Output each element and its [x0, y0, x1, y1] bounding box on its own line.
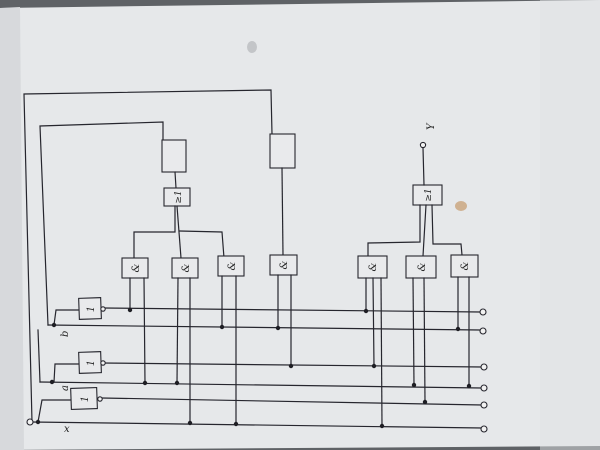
bus-a: [37, 329, 41, 383]
not-symbol: 1: [86, 360, 97, 366]
not-gate-x: 1: [70, 386, 103, 411]
rail-a: [39, 381, 482, 389]
or-symbol: ≥1: [174, 190, 184, 203]
and-symbol: &: [279, 260, 290, 269]
input-terminal-x: [26, 418, 34, 426]
rail-not-b: [103, 307, 481, 313]
not-symbol: 1: [80, 396, 91, 402]
terminals: [26, 308, 488, 433]
and-gate-4: &: [269, 167, 298, 369]
memory-block-right: [269, 133, 296, 169]
and-gate-7: &: [450, 254, 479, 389]
output-or-gate: ≥1 Y: [412, 122, 443, 206]
input-rails: [31, 307, 483, 429]
feedback-wires: [23, 89, 273, 423]
and-gate-3: &: [217, 255, 245, 427]
rail-not-x: [101, 397, 483, 406]
inverter-taps: [37, 309, 79, 423]
input-label-x: x: [64, 424, 70, 435]
not-symbol: 1: [86, 306, 97, 312]
rail-b: [47, 324, 481, 331]
output-label: Y: [426, 122, 437, 130]
and-symbol: &: [227, 261, 238, 270]
or-right-to-and-6: [422, 204, 427, 257]
and-gate-6: &: [405, 255, 437, 405]
feedback-loop-outer: [23, 89, 273, 423]
or-symbol: ≥1: [424, 188, 434, 201]
input-label-b: b: [60, 331, 71, 337]
paper-stain: [455, 201, 467, 211]
or-gate-left: ≥1: [163, 187, 191, 207]
feedback-loop-inner: [39, 121, 164, 326]
or-right-to-and-5: [367, 204, 421, 257]
tap-x: [37, 399, 71, 423]
left-junctions: [35, 322, 57, 425]
not-gate-b: 1: [78, 297, 106, 320]
memory-block-left: [161, 139, 187, 189]
and-symbol: &: [368, 262, 379, 271]
output-terminal: [419, 141, 427, 149]
rail-x: [31, 421, 483, 429]
and-gate-1: &: [121, 257, 149, 386]
or-left-to-and-3: [179, 230, 225, 259]
not-gate-a: 1: [78, 351, 106, 374]
and-symbol: &: [131, 263, 142, 272]
and-gate-5: &: [357, 255, 388, 429]
or-left-to-and-2: [176, 205, 182, 259]
and-symbol: &: [417, 262, 428, 271]
tap-b: [53, 309, 79, 326]
input-label-a: a: [60, 385, 71, 391]
tap-a: [53, 363, 79, 383]
or-left-to-and-1: [133, 205, 176, 259]
and-symbol: &: [181, 263, 192, 272]
and-symbol: &: [460, 261, 471, 270]
or-right-to-and-7: [431, 204, 463, 256]
and-gate-2: &: [171, 257, 199, 426]
